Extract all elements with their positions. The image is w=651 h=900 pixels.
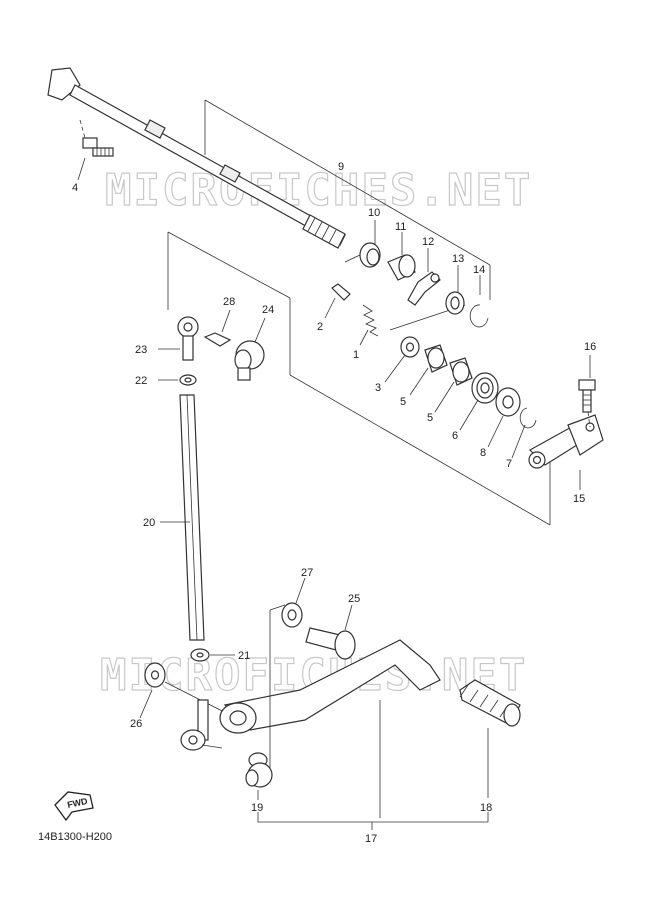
label-7: 7	[506, 458, 512, 470]
label-5a: 5	[400, 396, 406, 408]
bushing-5a	[409, 344, 448, 396]
label-18: 18	[480, 802, 492, 814]
lever-12	[407, 248, 441, 306]
watermark-top: MICROFICHES.NET	[105, 165, 532, 216]
washer-27	[281, 577, 306, 628]
label-11: 11	[395, 221, 406, 233]
part-labels: 1 2 3 4 5 5 6 7 8 9 10 11 12 13 14 15 16…	[72, 161, 596, 845]
spring-1	[359, 304, 379, 346]
washer-13	[445, 265, 465, 315]
label-21: 21	[238, 650, 250, 662]
nut-22	[158, 374, 197, 386]
label-23: 23	[135, 344, 147, 356]
bushing-5b	[434, 357, 473, 413]
label-22: 22	[135, 375, 147, 387]
label-19: 19	[251, 802, 263, 814]
label-16: 16	[584, 341, 596, 353]
label-20: 20	[143, 517, 155, 529]
label-27: 27	[301, 567, 313, 579]
label-4: 4	[72, 182, 78, 194]
washer-8	[487, 387, 521, 448]
bearing-6	[459, 372, 499, 431]
diagram-code: 14B1300-H200	[38, 831, 112, 843]
label-26: 26	[130, 718, 142, 730]
label-14: 14	[473, 264, 485, 276]
spring-10	[344, 220, 381, 268]
label-15: 15	[573, 493, 585, 505]
label-1: 1	[353, 349, 359, 361]
label-25: 25	[348, 593, 360, 605]
label-3: 3	[375, 382, 381, 394]
label-6: 6	[452, 430, 458, 442]
circlip-7	[511, 407, 537, 459]
lever-15	[528, 414, 604, 490]
bolt-16	[578, 355, 596, 428]
pivot-bolt-25	[305, 604, 356, 660]
bracket-17	[257, 812, 489, 830]
label-28: 28	[223, 296, 235, 308]
washer-3	[384, 336, 420, 383]
bolt-2	[324, 283, 351, 319]
label-13: 13	[452, 253, 464, 265]
nut-21	[190, 648, 235, 662]
label-17: 17	[365, 833, 377, 845]
bolt-28	[203, 309, 232, 347]
pedal-rubber-18	[459, 679, 521, 798]
middle-assembly-outline	[167, 231, 551, 526]
fwd-label: FWD	[66, 796, 89, 810]
label-8: 8	[480, 447, 486, 459]
shift-rod-20	[160, 394, 205, 641]
label-9: 9	[338, 161, 344, 173]
label-2: 2	[317, 321, 323, 333]
label-24: 24	[262, 304, 274, 316]
shift-pedal-17	[180, 604, 441, 818]
label-12: 12	[422, 236, 434, 248]
circlip-14	[469, 275, 489, 328]
label-5b: 5	[427, 412, 433, 424]
bolt-4	[77, 119, 114, 181]
joint-19	[245, 752, 273, 800]
collar-11	[387, 232, 416, 281]
shift-shaft	[47, 67, 346, 249]
label-10: 10	[368, 207, 380, 219]
washer-26	[139, 662, 231, 719]
joint-24	[234, 317, 266, 381]
fwd-arrow-icon: FWD	[54, 791, 94, 822]
rod-end-23	[158, 316, 199, 361]
